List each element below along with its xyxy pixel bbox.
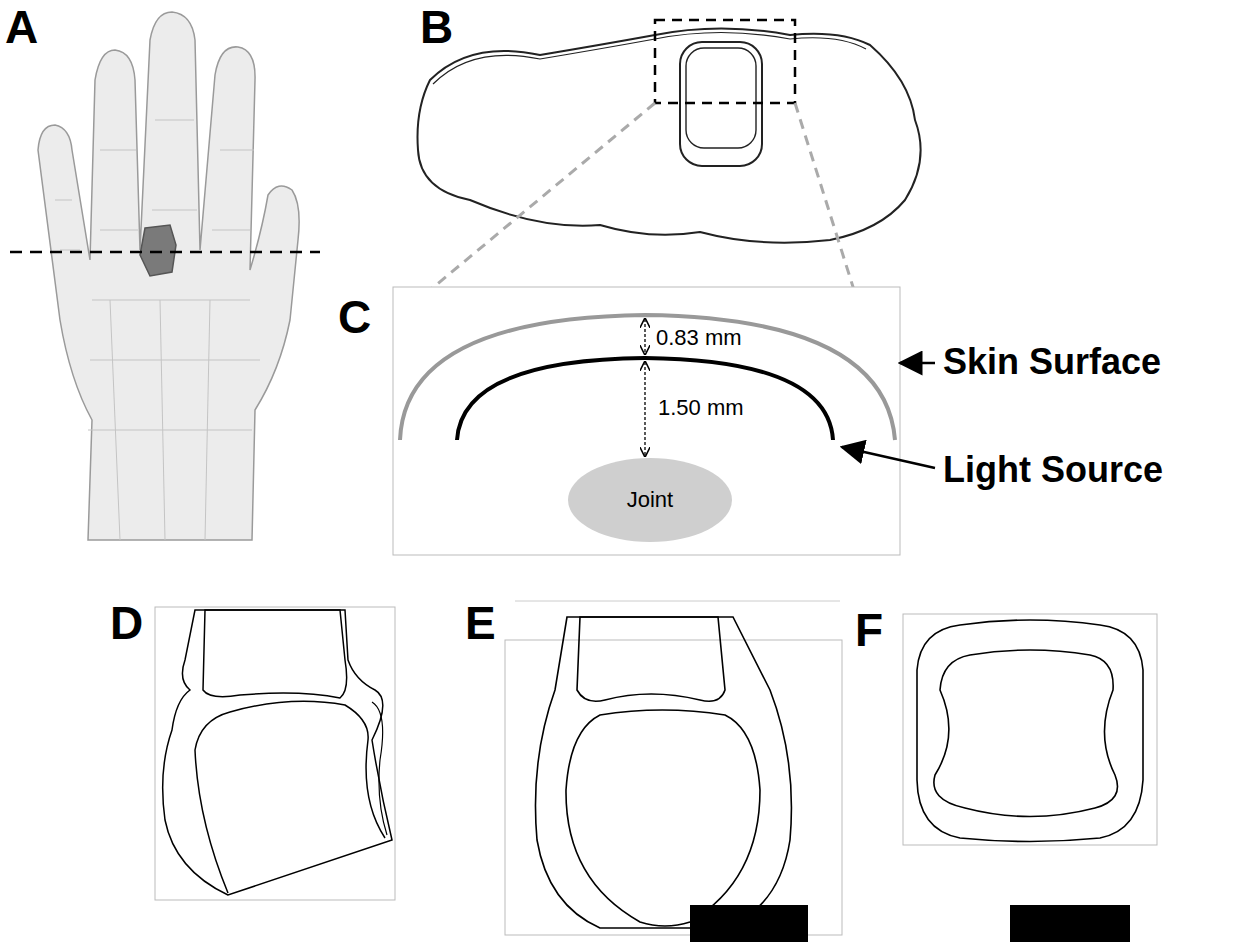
joint-model bbox=[505, 601, 842, 935]
panel-letter: B bbox=[420, 2, 453, 53]
panel-letter: F bbox=[855, 605, 883, 656]
leader-arrow bbox=[900, 362, 935, 365]
dimension-arrow bbox=[644, 362, 645, 456]
hand-illustration bbox=[38, 12, 299, 540]
panel-letter: D bbox=[110, 598, 143, 649]
zoom-box bbox=[655, 20, 795, 103]
scale-bar bbox=[690, 905, 808, 942]
node-text-box: Joint bbox=[568, 458, 732, 542]
panel-letter: C bbox=[338, 292, 371, 343]
panel-letter: E bbox=[465, 598, 496, 649]
part-label: Light Source bbox=[943, 450, 1163, 490]
panel-frame bbox=[393, 287, 900, 555]
node-label: Joint bbox=[627, 487, 673, 513]
zoom-line bbox=[400, 103, 655, 315]
dimension-label: 0.83 mm bbox=[656, 326, 742, 350]
leader-arrow bbox=[842, 447, 935, 468]
cross-section-outline bbox=[418, 29, 921, 243]
joint-model bbox=[155, 607, 395, 900]
joint-ellipse: Joint bbox=[568, 458, 732, 542]
panel-letter: A bbox=[5, 2, 38, 53]
joint-model bbox=[903, 614, 1157, 845]
section-line bbox=[10, 251, 320, 254]
dimension-label: 1.50 mm bbox=[658, 396, 744, 420]
skin-surface-curve bbox=[400, 315, 895, 440]
dimension-arrow bbox=[644, 319, 645, 354]
scale-bar bbox=[1010, 905, 1130, 942]
part-label: Skin Surface bbox=[943, 342, 1161, 382]
